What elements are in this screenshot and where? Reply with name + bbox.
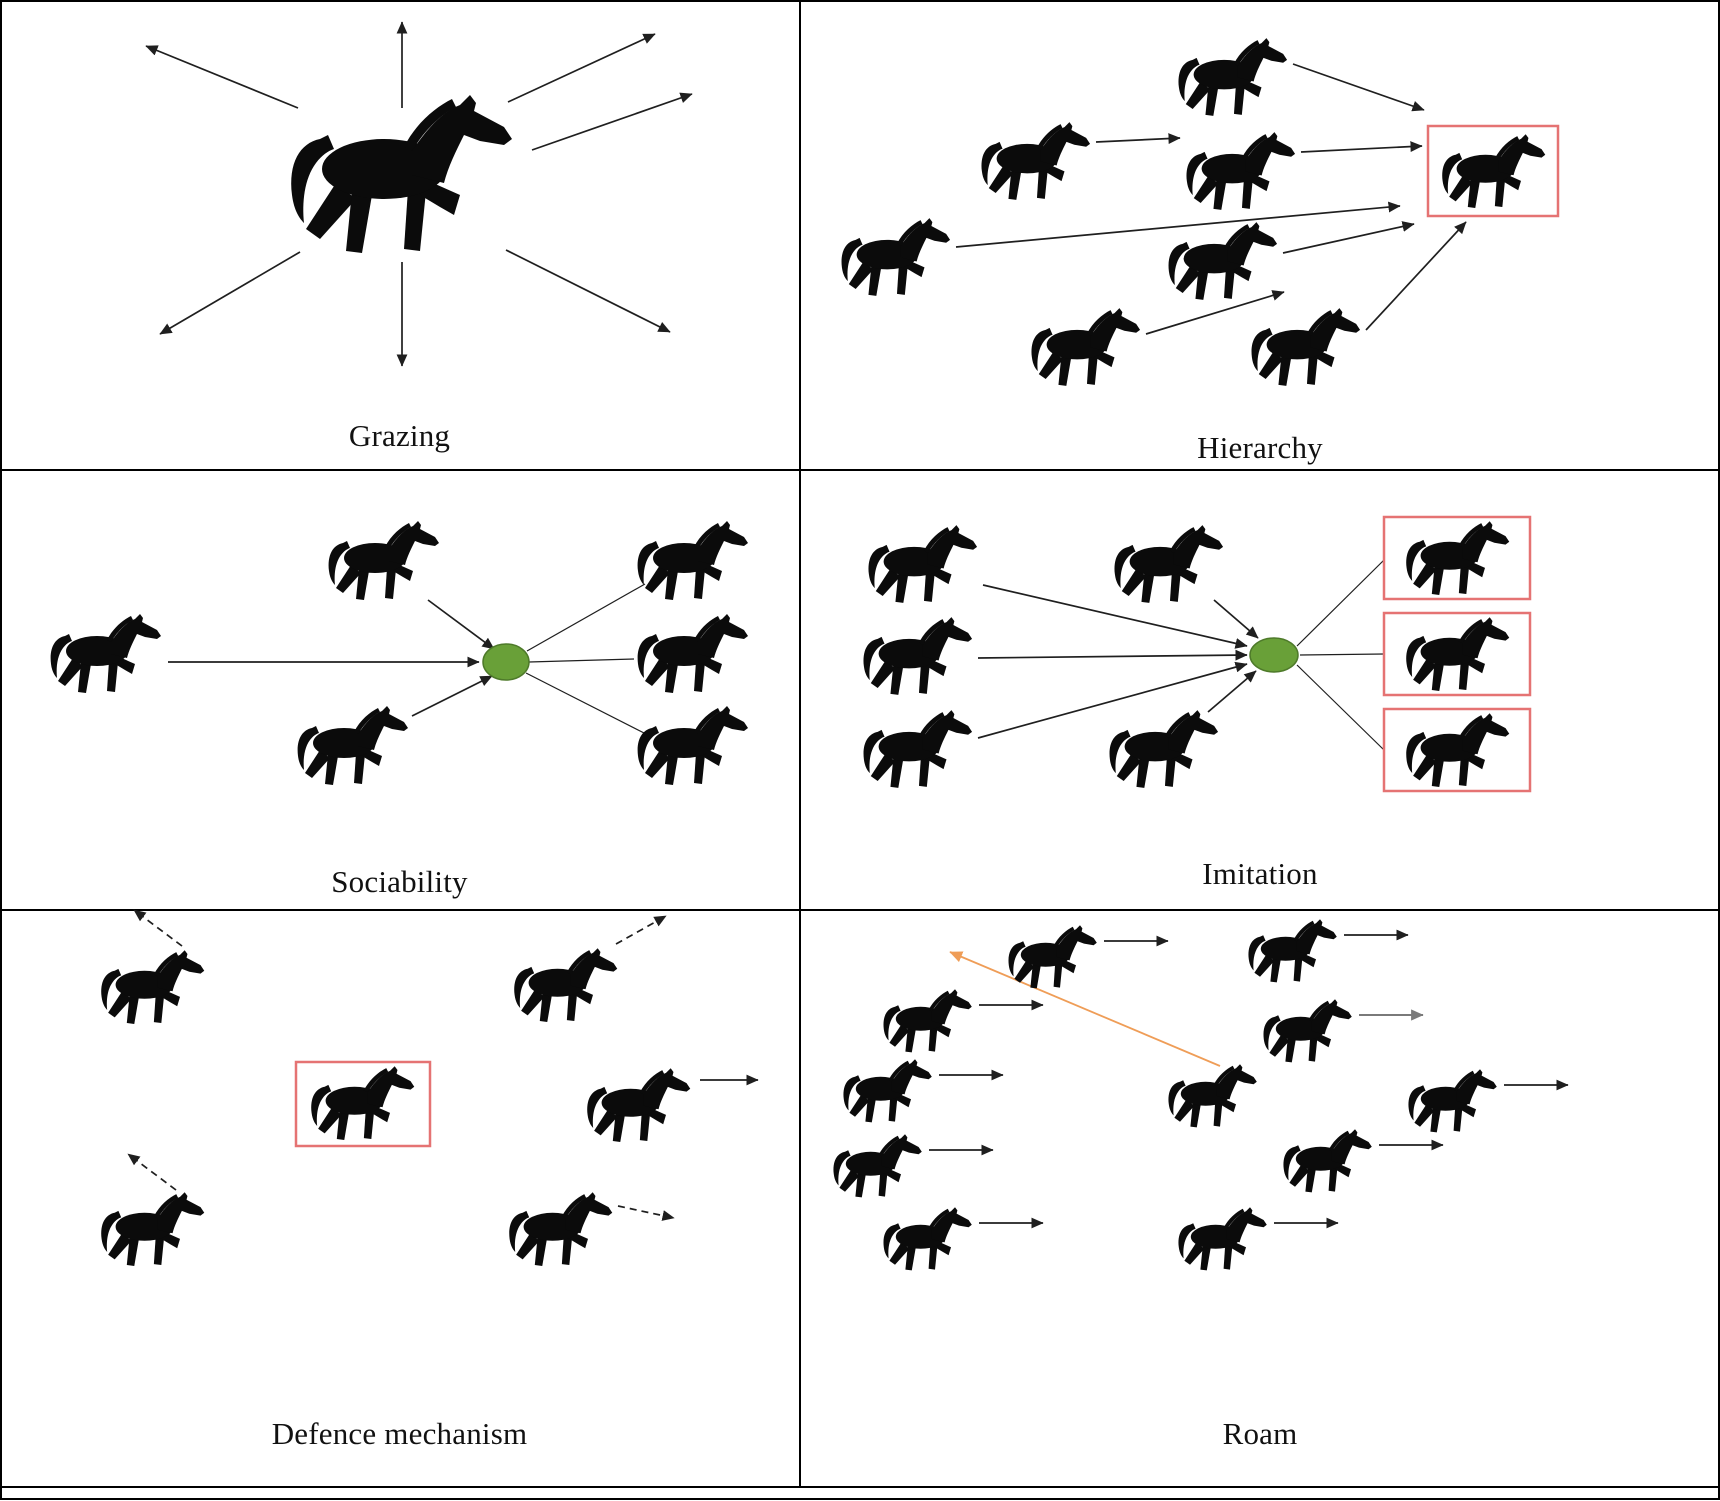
selected-horse-icon xyxy=(1406,617,1510,691)
panel-grazing-graphics xyxy=(145,21,693,367)
rank-arrow xyxy=(1300,141,1423,153)
rank-arrow xyxy=(1282,221,1415,254)
threat-highlight-box xyxy=(294,1060,432,1148)
horse-icon xyxy=(1178,1207,1267,1271)
horse-icon xyxy=(883,1207,972,1271)
imitation-arrow xyxy=(982,584,1248,649)
imitation-arrow xyxy=(977,649,1248,661)
leader-highlight-box xyxy=(1426,124,1560,218)
roam-return-arrow xyxy=(949,951,1221,1067)
horse-icon xyxy=(514,948,618,1022)
escape-arrow xyxy=(133,909,183,947)
horse-icon xyxy=(297,706,408,785)
imitation-link-line xyxy=(1299,653,1385,656)
horse-icon xyxy=(587,1068,691,1142)
imitation-arrow xyxy=(977,661,1248,739)
grazing-arrow-northwest xyxy=(145,45,299,109)
horse-icon xyxy=(843,1059,932,1123)
rank-arrow xyxy=(1292,63,1425,112)
social-link-line xyxy=(525,672,649,736)
horse-icon xyxy=(1031,308,1141,386)
grazing-arrow-northeast xyxy=(507,33,656,103)
imitation-arrow xyxy=(1213,599,1259,639)
social-link-line xyxy=(528,658,635,663)
horse-icon xyxy=(1186,132,1296,210)
horse-icon xyxy=(328,521,439,600)
horse-icon xyxy=(1109,710,1219,788)
horse-icon xyxy=(101,1192,205,1266)
horse-icon xyxy=(50,614,161,693)
horse-icon xyxy=(1263,999,1352,1063)
social-link-line xyxy=(526,583,646,652)
horse-icon xyxy=(863,710,973,788)
horse-icon xyxy=(1168,222,1278,300)
horse-icon xyxy=(1008,925,1097,989)
grazing-arrow-southeast xyxy=(505,249,671,333)
escape-arrow xyxy=(127,1153,177,1191)
horse-icon xyxy=(841,218,951,296)
horse-icon xyxy=(1251,308,1361,386)
panel-defence-graphics xyxy=(101,909,759,1266)
water-hole-icon xyxy=(1249,637,1299,673)
water-hole-icon xyxy=(482,643,530,681)
social-arrow xyxy=(427,599,495,650)
grazing-arrow-east-northeast xyxy=(531,92,693,151)
leader-horse-icon xyxy=(1442,134,1546,208)
rank-arrow xyxy=(955,201,1401,248)
horse-icon xyxy=(509,1192,613,1266)
horse-icon xyxy=(291,95,512,253)
grazing-arrow-southwest xyxy=(159,251,301,335)
rank-arrow xyxy=(1095,133,1181,144)
boxed-horse-icon xyxy=(311,1066,415,1140)
imitation-link-line xyxy=(1296,664,1385,751)
horse-icon xyxy=(883,989,972,1053)
selected-horse-icon xyxy=(1406,521,1510,595)
horse-icon xyxy=(637,521,748,600)
social-arrow xyxy=(411,675,493,717)
selected-horse-icon xyxy=(1406,713,1510,787)
horse-icon xyxy=(1178,38,1288,116)
selected-highlight-box xyxy=(1382,707,1532,793)
horse-icon xyxy=(833,1134,922,1198)
horse-icon xyxy=(637,614,748,693)
selected-highlight-box xyxy=(1382,611,1532,697)
rank-arrow xyxy=(1365,221,1467,331)
panel-imitation-graphics xyxy=(863,515,1532,793)
escape-arrow xyxy=(617,1205,675,1221)
horse-icon xyxy=(101,950,205,1024)
imitation-arrow xyxy=(1207,670,1257,713)
horse-icon xyxy=(863,617,973,695)
panel-roam-graphics xyxy=(833,919,1569,1271)
horse-icon xyxy=(1283,1129,1372,1193)
horse-icon xyxy=(1168,1064,1257,1128)
selected-highlight-box xyxy=(1382,515,1532,601)
horse-icon xyxy=(1114,525,1224,603)
horse-icon xyxy=(981,122,1091,200)
horse-icon xyxy=(1248,919,1337,983)
rank-arrow xyxy=(1145,290,1285,335)
panel-hierarchy-graphics xyxy=(841,38,1560,386)
panel-sociability-graphics xyxy=(50,521,748,785)
horse-icon xyxy=(637,706,748,785)
imitation-link-line xyxy=(1296,559,1385,647)
escape-arrow xyxy=(615,915,667,945)
horse-icon xyxy=(868,525,978,603)
horse-icon xyxy=(1408,1069,1497,1133)
